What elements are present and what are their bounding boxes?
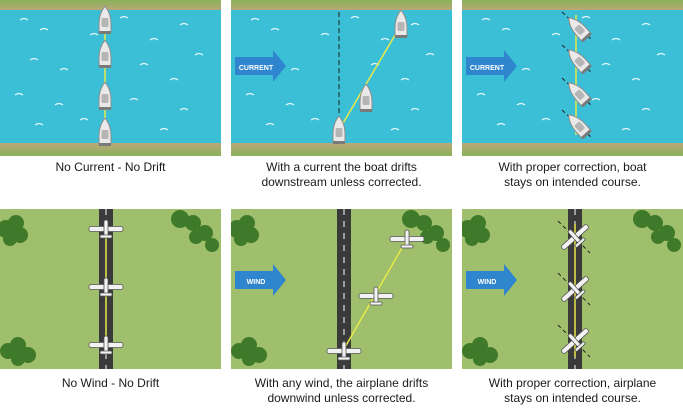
panel-wind-drift: WIND xyxy=(231,209,452,369)
caption-current-corrected: With proper correction, boat stays on in… xyxy=(462,160,683,190)
panel-wind-corrected: WIND xyxy=(462,209,683,369)
panel-no-wind xyxy=(0,209,221,369)
arrow-label: CURRENT xyxy=(239,65,274,72)
arrow-label: WIND xyxy=(478,279,497,286)
caption-no-current: No Current - No Drift xyxy=(0,160,221,175)
caption-wind-corrected: With proper correction, airplane stays o… xyxy=(462,376,683,406)
panel-no-current xyxy=(0,0,221,156)
panel-current-drift: CURRENT xyxy=(231,0,452,156)
caption-wind-drift: With any wind, the airplane drifts downw… xyxy=(231,376,452,406)
arrow-label: CURRENT xyxy=(470,65,505,72)
arrow-label: WIND xyxy=(247,279,266,286)
caption-current-drift: With a current the boat drifts downstrea… xyxy=(231,160,452,190)
caption-no-wind: No Wind - No Drift xyxy=(0,376,221,391)
panel-current-corrected: CURRENT xyxy=(462,0,683,156)
